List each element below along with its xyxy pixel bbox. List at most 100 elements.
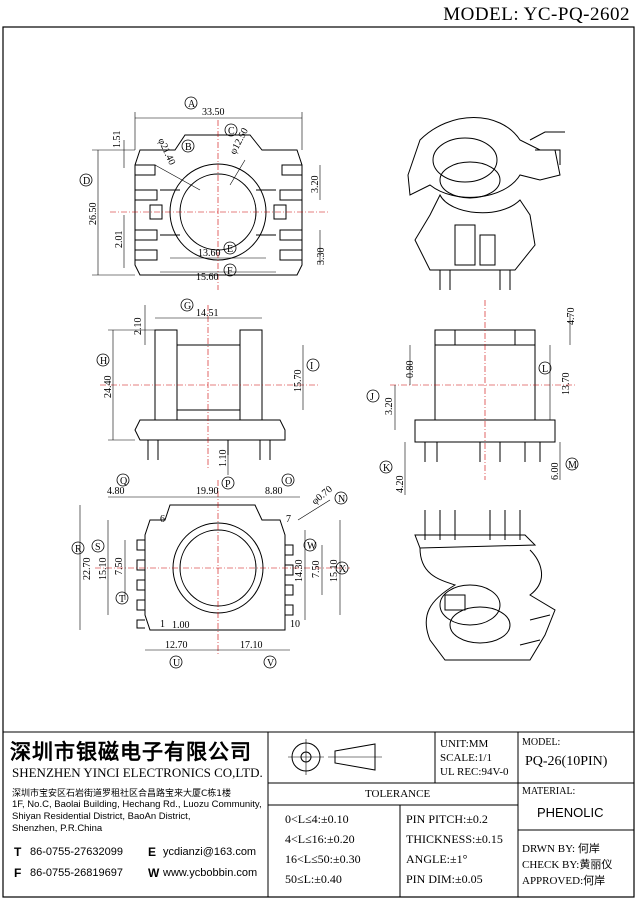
dim-12-70: 12.70 — [165, 640, 188, 651]
dim-15-70: 15.70 — [293, 370, 304, 393]
dim-1-51: 1.51 — [112, 131, 123, 149]
label-r: R — [75, 544, 82, 555]
label-b: B — [185, 142, 192, 153]
label-d: D — [83, 176, 90, 187]
scale: SCALE:1/1 — [440, 752, 492, 764]
label-q: Q — [120, 476, 128, 487]
dim-17-10: 17.10 — [240, 640, 263, 651]
tolerance-4: 50≤L:±0.40 — [285, 872, 342, 886]
drawing-frame — [2, 26, 635, 898]
material-label: MATERIAL: — [522, 786, 576, 797]
dim-13-60: 13.60 — [198, 248, 221, 259]
tolerance-3: 16<L≤50:±0.30 — [285, 852, 361, 866]
front-view — [100, 305, 320, 475]
isometric-view-top — [407, 117, 565, 290]
company-name-cn: 深圳市银磁电子有限公司 — [10, 740, 252, 764]
email-label: E — [148, 845, 157, 859]
label-c: C — [228, 126, 235, 137]
company-name-en: SHENZHEN YINCI ELECTRONICS CO,LTD. — [12, 765, 263, 780]
dim-0-80: 0.80 — [405, 361, 416, 379]
dim-14-51: 14.51 — [196, 308, 219, 319]
dim-3-20-side: 3.20 — [384, 398, 395, 416]
model-value: PQ-26(10PIN) — [525, 754, 608, 769]
label-t: T — [119, 594, 125, 605]
dim-1-10: 1.10 — [218, 450, 229, 468]
pin-6: 6 — [160, 514, 165, 525]
dim-6-00: 6.00 — [550, 463, 561, 481]
dim-19-90: 19.90 — [196, 486, 219, 497]
dim-33-50: 33.50 — [202, 107, 225, 118]
dim-21-40: φ21.40 — [155, 137, 177, 167]
pin-7: 7 — [286, 514, 291, 525]
dim-15-10: 15.10 — [98, 558, 109, 581]
label-p: P — [225, 479, 231, 490]
fax-value: 86-0755-26819697 — [30, 867, 123, 879]
label-f: F — [227, 266, 233, 277]
label-i: I — [310, 361, 313, 372]
dim-7-50: 7.50 — [114, 558, 125, 576]
model-title: MODEL: YC-PQ-2602 — [443, 4, 630, 25]
label-l: L — [542, 364, 548, 375]
dim-8-80: 8.80 — [265, 486, 283, 497]
tolerance-title: TOLERANCE — [365, 788, 431, 800]
tel-value: 86-0755-27632099 — [30, 846, 123, 858]
thickness: THICKNESS:±0.15 — [406, 832, 503, 846]
dim-4-80: 4.80 — [107, 486, 125, 497]
address-en-2: Shiyan Residential District, BaoAn Distr… — [12, 811, 191, 822]
side-view — [390, 300, 575, 495]
label-k: K — [383, 463, 391, 474]
label-e: E — [227, 244, 233, 255]
pin-pitch: PIN PITCH:±0.2 — [406, 812, 488, 826]
label-o: O — [285, 476, 292, 487]
dim-2-01: 2.01 — [114, 231, 125, 249]
label-m: M — [568, 460, 577, 471]
isometric-view-bottom — [414, 510, 556, 661]
dim-4-70: 4.70 — [566, 308, 577, 326]
label-j: J — [370, 392, 374, 403]
fax-label: F — [14, 866, 22, 880]
address-cn: 深圳市宝安区石岩街道罗租社区合昌路宝来大厦C栋1楼 — [12, 789, 232, 799]
dim-14-30: 14.30 — [294, 560, 305, 583]
dim-7-50b: 7.50 — [311, 561, 322, 579]
drawn-by: DRWN BY: 何岸 — [522, 843, 600, 855]
pin-1: 1 — [160, 619, 165, 630]
label-x: X — [339, 564, 347, 575]
address-en-1: 1F, No.C, Baolai Building, Hechang Rd., … — [12, 799, 262, 810]
top-view-labels: A 33.50 B φ21.40 C φ12.50 1.51 D 26.50 2… — [79, 96, 327, 283]
label-w: W — [307, 541, 317, 552]
top-view — [92, 112, 330, 290]
web-value[interactable]: www.ycbobbin.com — [163, 867, 258, 879]
model-label: MODEL: — [522, 737, 561, 748]
dim-2-10: 2.10 — [133, 318, 144, 336]
email-value[interactable]: ycdianzi@163.com — [163, 846, 257, 858]
approved-by: APPROVED:何岸 — [522, 875, 606, 887]
label-g: G — [184, 301, 191, 312]
bottom-view-labels: Q 4.80 P 19.90 O 8.80 φ0.70 N 6 7 1 10 R… — [71, 473, 349, 669]
dim-13-70: 13.70 — [561, 373, 572, 396]
web-label: W — [148, 866, 160, 880]
side-view-labels: 4.70 0.80 L 13.70 J 3.20 K 4.20 M 6.00 — [366, 308, 579, 494]
ul-rec: UL REC:94V-0 — [440, 766, 509, 778]
pin-10: 10 — [290, 619, 300, 630]
bottom-view — [79, 480, 350, 655]
angle: ANGLE:±1° — [406, 852, 468, 866]
projection-symbol-icon — [288, 739, 382, 775]
pin-dim: PIN DIM:±0.05 — [406, 872, 483, 886]
label-n: N — [338, 494, 345, 505]
front-view-labels: G 2.10 14.51 H 24.40 I 15.70 1.10 — [96, 298, 320, 468]
dim-15-10b: 15.10 — [329, 560, 340, 583]
dim-4-20: 4.20 — [395, 476, 406, 494]
check-by: CHECK BY:黄丽仪 — [522, 859, 613, 871]
dim-0-70: φ0.70 — [310, 484, 335, 507]
tel-label: T — [14, 845, 22, 859]
dim-1-00: 1.00 — [172, 620, 190, 631]
dim-26-50: 26.50 — [88, 203, 99, 226]
dim-3-30: 3.30 — [316, 248, 327, 266]
label-s: S — [95, 542, 101, 553]
label-h: H — [100, 356, 107, 367]
label-a: A — [188, 99, 196, 110]
label-u: U — [173, 658, 181, 669]
address-en-3: Shenzhen, P.R.China — [12, 823, 103, 834]
dim-24-40: 24.40 — [103, 376, 114, 399]
